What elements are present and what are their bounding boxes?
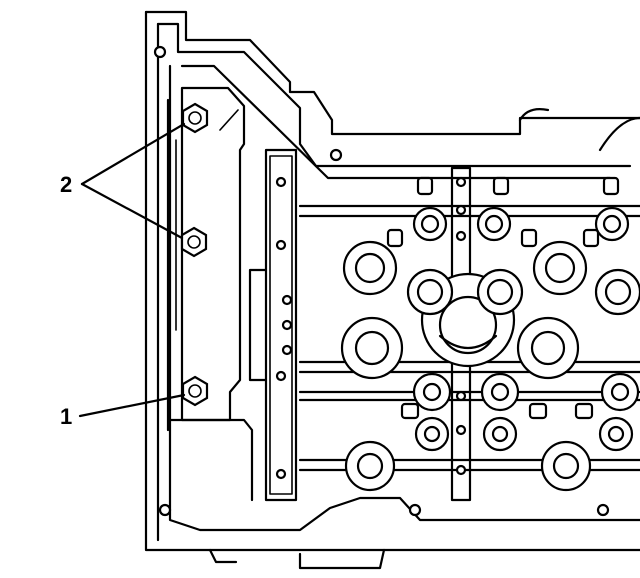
callout-label-1: 1	[60, 404, 72, 429]
timing-bracket	[248, 148, 298, 502]
leader-1	[78, 393, 186, 418]
callout-label-2: 2	[60, 172, 72, 197]
leader-2-lower	[80, 182, 184, 240]
bolt-middle-icon	[180, 226, 208, 258]
valve-spring-seats	[340, 206, 640, 492]
side-cover-plate	[166, 86, 254, 502]
leader-2-upper	[80, 122, 186, 186]
right-boss	[518, 108, 640, 152]
leader-lines	[78, 122, 186, 418]
bolt-upper-icon	[181, 102, 209, 134]
center-cam-bar	[450, 166, 472, 502]
bolt-lower-icon	[181, 375, 209, 407]
top-pads	[386, 176, 620, 420]
housing-outline	[144, 10, 640, 570]
